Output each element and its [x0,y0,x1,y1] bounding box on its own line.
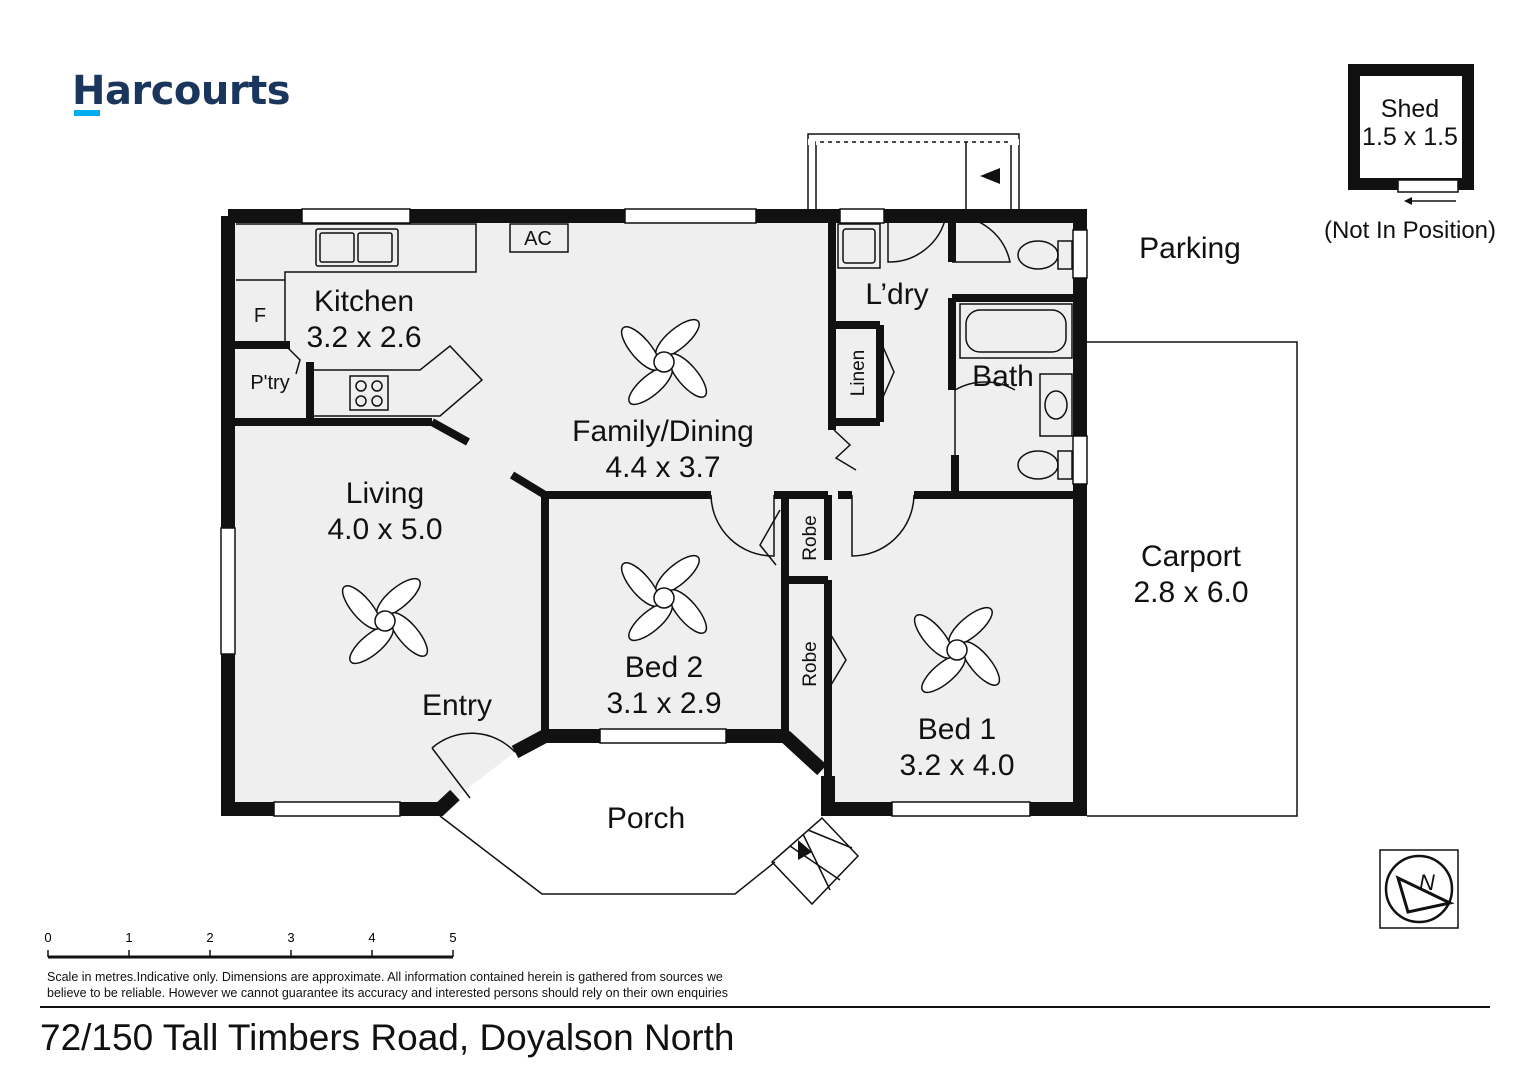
parking-label: Parking [1139,232,1241,265]
entry-label: Entry [422,689,492,722]
bed1-dims: 3.2 x 4.0 [899,749,1014,782]
laundry-label: L’dry [865,278,928,311]
deck-arrow-icon [980,168,1000,184]
entry-arrow-icon [798,840,812,860]
ceiling-fan-icon [913,606,1001,694]
bed2-name: Bed 2 [625,651,703,684]
shed-note: (Not In Position) [1324,217,1496,244]
pantry-label: P'try [250,372,289,394]
porch-outline [439,815,860,906]
family-name: Family/Dining [572,415,754,448]
ceiling-fan-icon [341,577,429,665]
living-name: Living [346,477,424,510]
floor-plan: N 0 1 2 3 4 5 Kitchen 3.2 x 2.6 Family/Dining… [44,64,1496,959]
kitchen-dims: 3.2 x 2.6 [306,321,421,354]
scale-tick-label: 1 [125,930,132,945]
doors [284,215,1016,799]
scale-tick-label: 5 [449,930,456,945]
shed-name: Shed [1381,95,1439,123]
family-dims: 4.4 x 3.7 [605,451,720,484]
kitchen-benches [236,223,569,417]
robe-label-bed1: Robe [800,641,821,686]
ceiling-fan-icon [620,554,708,642]
property-address: 72/150 Tall Timbers Road, Doyalson North [40,1017,735,1058]
ceiling-fans [341,318,1001,694]
ac-label: AC [524,228,552,250]
fixtures [837,223,1073,480]
interior-walls [228,216,1080,776]
linen-label: Linen [848,350,869,397]
carport-outline [1087,341,1298,817]
shed-dims: 1.5 x 1.5 [1362,123,1458,151]
compass: N [1379,849,1459,929]
harcourts-logo: Harcourts [72,68,291,114]
robe-label-bed2: Robe [800,515,821,560]
disclaimer-text: Scale in metres.Indicative only. Dimensi… [47,970,728,1000]
bath-label: Bath [972,360,1034,393]
scale-bar: 0 1 2 3 4 5 [44,930,457,959]
floor-fill [228,216,1297,892]
scale-tick-label: 4 [368,930,375,945]
footer-divider [40,1006,1490,1008]
ceiling-fan-icon [620,318,708,406]
carport-dims: 2.8 x 6.0 [1133,576,1248,609]
scale-tick-label: 2 [206,930,213,945]
scale-tick-label: 3 [287,930,294,945]
living-dims: 4.0 x 5.0 [327,513,442,546]
fridge-label: F [254,305,266,327]
carport-name: Carport [1141,540,1242,573]
logo-accent-bar [74,110,100,116]
rear-deck [807,133,1020,211]
shed [1348,64,1474,205]
kitchen-name: Kitchen [314,285,414,318]
scale-tick-label: 0 [44,930,51,945]
bed2-dims: 3.1 x 2.9 [606,687,721,720]
compass-north-label: N [1419,870,1435,895]
porch-label: Porch [607,802,685,835]
windows [220,208,1088,817]
bed1-name: Bed 1 [918,713,996,746]
